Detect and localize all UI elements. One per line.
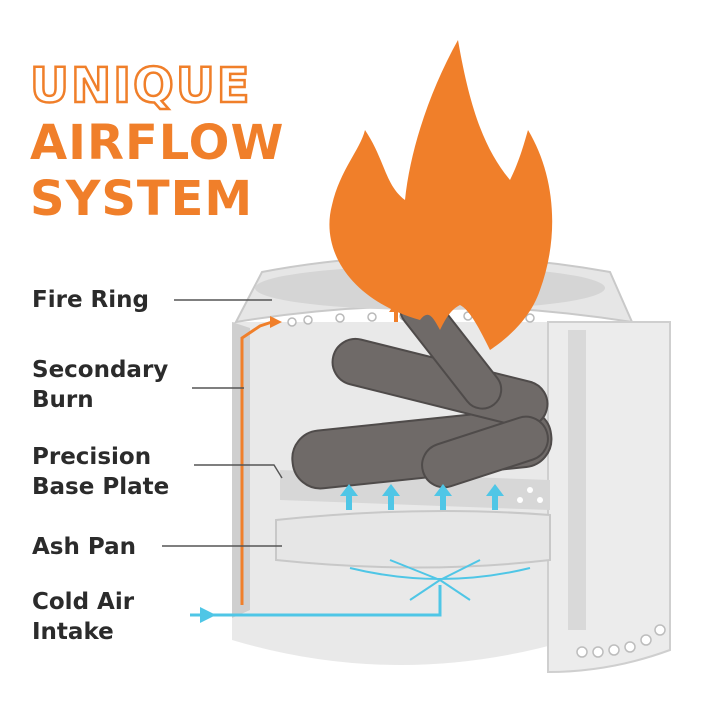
cold-air-path <box>190 585 442 617</box>
cold-air-arrow <box>200 607 216 623</box>
label-precision-base-plate-line-2: Base Plate <box>32 474 170 500</box>
label-cold-air-intake-line-1: Cold Air <box>32 589 135 615</box>
headline-line-3: SYSTEM <box>30 171 254 228</box>
label-precision-base-plate: Precision Base Plate <box>32 442 169 502</box>
label-cold-air-intake: Cold Air Intake <box>32 587 134 647</box>
label-fire-ring-text: Fire Ring <box>32 287 149 313</box>
label-secondary-burn: Secondary Burn <box>32 355 168 415</box>
label-fire-ring: Fire Ring <box>32 285 149 315</box>
cold-air-swirl <box>349 559 531 601</box>
label-secondary-burn-line-1: Secondary <box>32 357 169 383</box>
secondary-burn-arrows <box>389 302 487 322</box>
label-ash-pan: Ash Pan <box>32 532 136 562</box>
label-precision-base-plate-line-1: Precision <box>32 444 152 470</box>
headline-line-2: AIRFLOW <box>30 114 285 171</box>
headline-line-1: UNIQUE <box>29 57 252 115</box>
flame <box>329 40 553 350</box>
label-cold-air-intake-line-2: Intake <box>32 619 114 645</box>
base-plate-holes <box>517 487 543 503</box>
intake-holes <box>576 624 666 658</box>
headline: UNIQUE AIRFLOW SYSTEM <box>29 57 285 228</box>
updraft-arrows <box>340 484 504 510</box>
wall-gap <box>568 330 586 630</box>
leader-lines <box>162 299 283 547</box>
secondary-air-path <box>240 320 273 605</box>
ash-pan <box>275 510 551 569</box>
label-ash-pan-text: Ash Pan <box>32 534 137 560</box>
logs <box>291 289 553 490</box>
outer-wall-right <box>547 321 671 674</box>
label-secondary-burn-line-2: Burn <box>32 387 94 413</box>
secondary-air-arrow <box>270 316 282 328</box>
